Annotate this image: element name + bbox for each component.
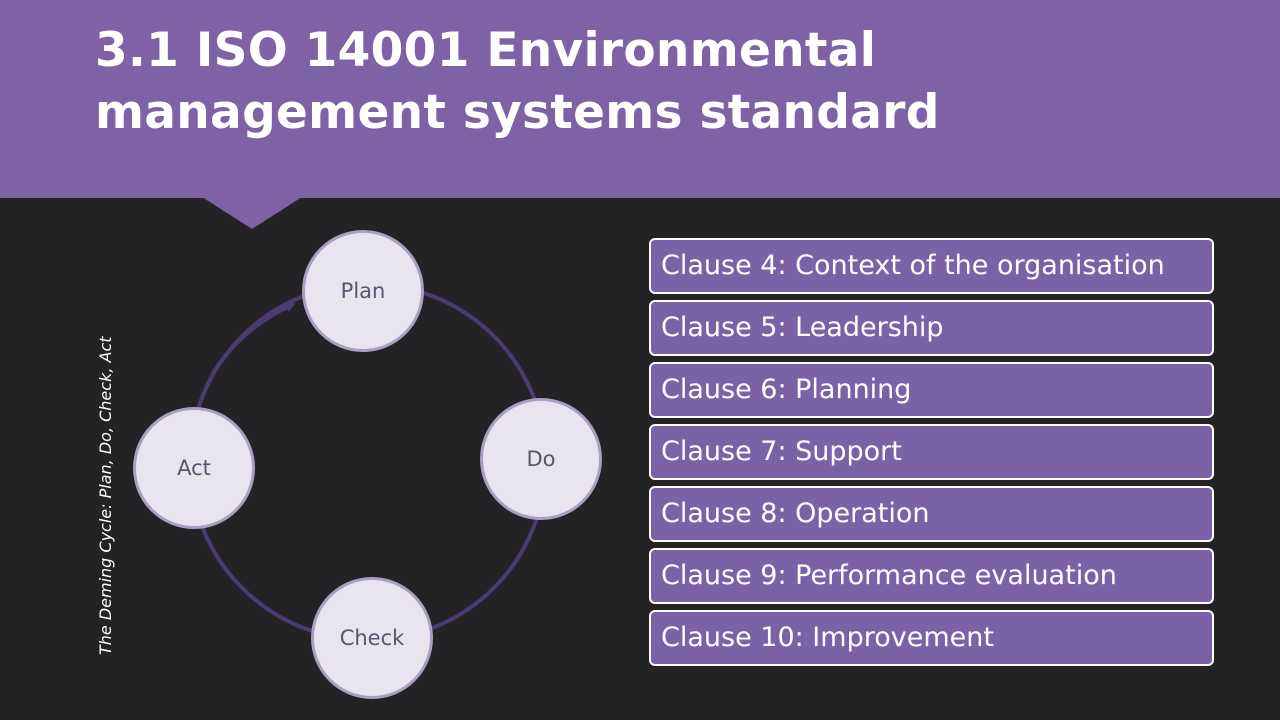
- clause-item: Clause 9: Performance evaluation: [649, 548, 1214, 604]
- clause-item: Clause 10: Improvement: [649, 610, 1214, 666]
- cycle-node-plan: Plan: [302, 230, 424, 352]
- title-banner: [0, 0, 1280, 198]
- cycle-node-do: Do: [480, 398, 602, 520]
- clause-list: Clause 4: Context of the organisation Cl…: [649, 238, 1214, 672]
- clause-item: Clause 6: Planning: [649, 362, 1214, 418]
- cycle-node-act: Act: [133, 407, 255, 529]
- slide-title-line-1: 3.1 ISO 14001 Environmental: [95, 23, 877, 78]
- cycle-node-check: Check: [311, 577, 433, 699]
- clause-item: Clause 5: Leadership: [649, 300, 1214, 356]
- banner-pointer: [202, 197, 302, 229]
- clause-item: Clause 4: Context of the organisation: [649, 238, 1214, 294]
- slide-title-line-2: management systems standard: [95, 85, 940, 140]
- cycle-arrow-icon: [210, 302, 296, 377]
- clause-item: Clause 7: Support: [649, 424, 1214, 480]
- slide-title: 3.1 ISO 14001 Environmental management s…: [95, 20, 1195, 144]
- clause-item: Clause 8: Operation: [649, 486, 1214, 542]
